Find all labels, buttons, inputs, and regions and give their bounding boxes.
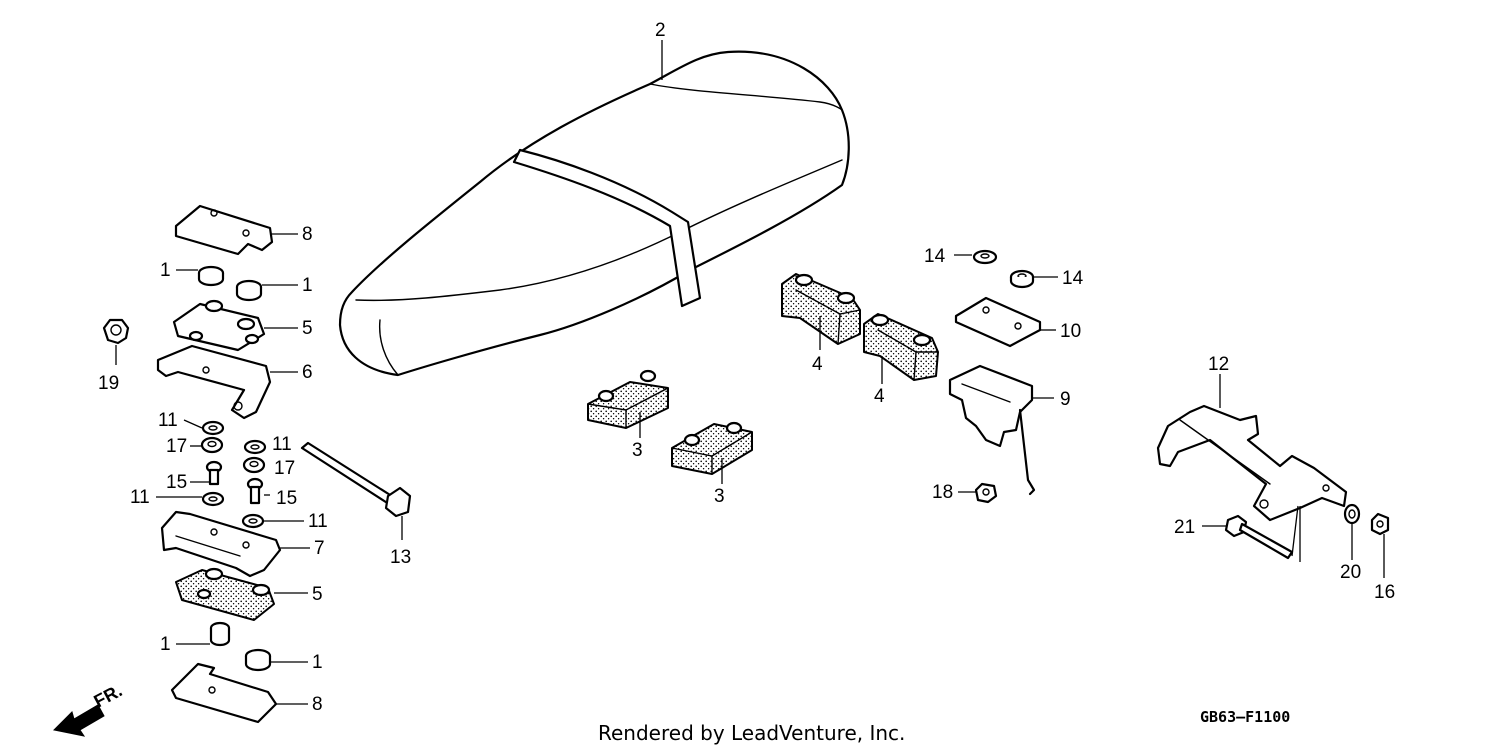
- diagram-code: GB63–F1100: [1200, 708, 1290, 726]
- callout-13: 13: [390, 547, 411, 568]
- washer-17-a: [200, 436, 224, 454]
- nut-19: [102, 318, 130, 345]
- nut-16: [1370, 512, 1390, 536]
- washer-14-b: [1009, 269, 1035, 289]
- rubber-3-b: [671, 421, 753, 475]
- bracket-12: [1156, 404, 1348, 522]
- callout-6: 6: [302, 362, 313, 383]
- plate-10: [954, 296, 1042, 348]
- seat-bracket-lower: [160, 510, 282, 578]
- seat-rubber-upper: [172, 299, 266, 352]
- callout-5-lower: 5: [312, 584, 323, 605]
- callout-21: 21: [1174, 517, 1195, 538]
- washer-11-a: [201, 420, 225, 436]
- callout-20: 20: [1340, 562, 1361, 583]
- long-bolt-13: [300, 441, 412, 518]
- washer-11-b: [201, 491, 225, 507]
- bolt-15-b: [246, 477, 264, 505]
- callout-1-c: 1: [160, 634, 171, 655]
- callout-4-b: 4: [874, 386, 885, 407]
- collar-upper-right: [235, 279, 263, 302]
- bracket-9: [948, 364, 1036, 496]
- callout-18: 18: [932, 482, 953, 503]
- seat-bracket-upper: [156, 344, 272, 420]
- footer-credit: Rendered by LeadVenture, Inc.: [598, 721, 905, 745]
- callout-2: 2: [655, 20, 666, 41]
- seat-rubber-lower: [175, 567, 275, 621]
- rubber-3-a: [587, 369, 669, 429]
- callouts: 2 8 1 1 5 6 19 11 17 15 11 11 17 15 11 7…: [98, 20, 1395, 715]
- callout-8-upper: 8: [302, 224, 313, 245]
- washer-17-b: [242, 456, 266, 474]
- callout-8-lower: 8: [312, 694, 323, 715]
- callout-11-a: 11: [158, 410, 178, 431]
- washer-14-a: [972, 249, 998, 265]
- nut-18: [974, 482, 998, 504]
- front-direction-arrow: FR.: [52, 680, 125, 737]
- callout-5-upper: 5: [302, 318, 313, 339]
- callout-14-a: 14: [924, 246, 946, 267]
- callout-7: 7: [314, 538, 325, 559]
- washer-11-c: [243, 439, 267, 455]
- callout-16: 16: [1374, 582, 1395, 603]
- bolt-21: [1224, 514, 1294, 560]
- leader-lines: [115, 40, 1385, 705]
- callout-1-a: 1: [160, 260, 171, 281]
- callout-11-d: 11: [308, 511, 328, 532]
- callout-11-b: 11: [130, 487, 150, 508]
- collar-lower-left: [209, 621, 231, 647]
- collar-lower-right: [244, 648, 272, 672]
- callout-3-a: 3: [632, 440, 643, 461]
- callout-17-b: 17: [274, 458, 295, 479]
- callout-11-c: 11: [272, 434, 292, 455]
- washer-20: [1343, 503, 1361, 525]
- callout-15-b: 15: [276, 488, 297, 509]
- callout-10: 10: [1060, 321, 1081, 342]
- callout-1-b: 1: [302, 275, 313, 296]
- callout-14-b: 14: [1062, 268, 1084, 289]
- callout-1-d: 1: [312, 652, 323, 673]
- callout-3-b: 3: [714, 486, 725, 507]
- callout-19: 19: [98, 373, 119, 394]
- bolt-15-a: [205, 460, 223, 486]
- callout-17-a: 17: [166, 436, 187, 457]
- callout-12: 12: [1208, 354, 1229, 375]
- rubber-4-b: [863, 313, 939, 381]
- seat: [338, 50, 850, 377]
- callout-4-a: 4: [812, 354, 823, 375]
- callout-9: 9: [1060, 389, 1071, 410]
- washer-11-d: [241, 513, 265, 529]
- rubber-4-a: [781, 273, 861, 345]
- rubber-plate-upper: [174, 204, 274, 256]
- rubber-plate-lower: [170, 662, 278, 724]
- collar-upper-left: [197, 265, 225, 287]
- callout-15-a: 15: [166, 472, 187, 493]
